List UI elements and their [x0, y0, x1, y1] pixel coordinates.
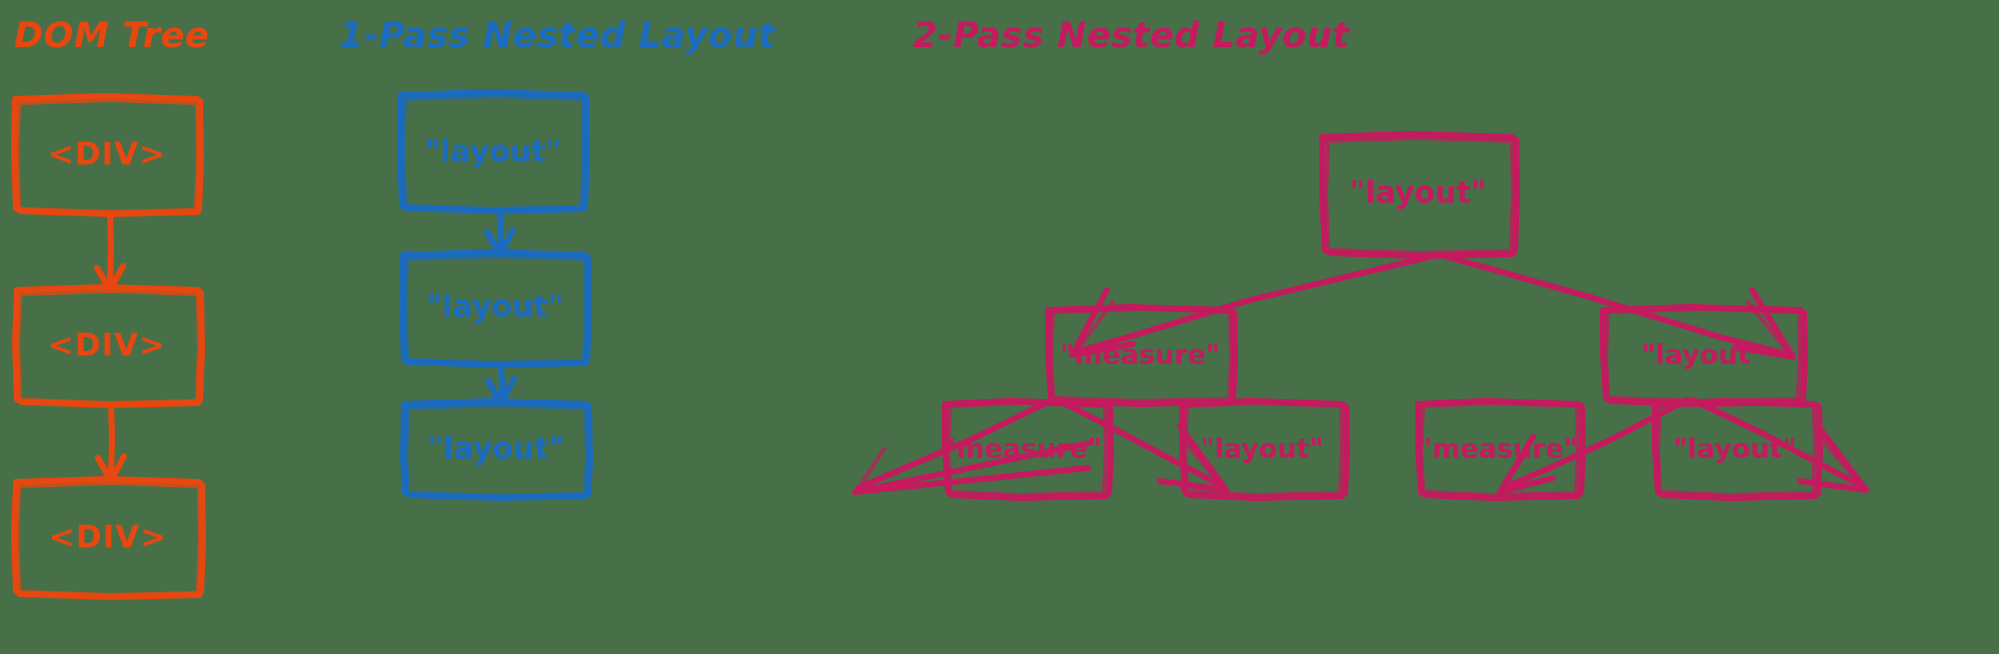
dom-arrow-2 [95, 401, 127, 484]
dom-node-1-label: <DIV> [48, 137, 166, 173]
twopass-leaf-node-4-label: "layout" [1673, 434, 1796, 465]
twopass-leaf-node-1-label: "measure" [942, 434, 1102, 465]
twopass-leaf-node-2-label: "layout" [1200, 434, 1323, 465]
twopass-leaf-node-2[interactable]: "layout" [1179, 398, 1350, 501]
column-title-two-pass: 2-Pass Nested Layout [913, 16, 1350, 56]
dom-arrow-1 [94, 210, 126, 293]
onepass-node-1-label: "layout" [425, 135, 562, 170]
twopass-leaf-node-3-label: "measure" [1418, 434, 1578, 465]
column-one-pass-nested-layout: "layout" "layout" [397, 89, 593, 501]
column-dom-tree: <DIV> <DIV> [11, 93, 206, 600]
onepass-node-2-label: "layout" [427, 290, 564, 325]
onepass-node-1[interactable]: "layout" [397, 89, 590, 214]
onepass-node-3[interactable]: "layout" [400, 398, 593, 501]
column-title-dom-tree: DOM Tree [14, 16, 209, 56]
twopass-level2-node-left-label: "measure" [1060, 340, 1220, 371]
column-title-one-pass: 1-Pass Nested Layout [339, 16, 776, 56]
dom-node-2[interactable]: <DIV> [12, 284, 205, 408]
onepass-arrow-1 [484, 207, 516, 258]
twopass-level2-node-right-label: "layout" [1641, 340, 1764, 371]
twopass-leaf-node-3[interactable]: "measure" [1415, 398, 1586, 501]
onepass-arrow-2 [485, 361, 517, 406]
twopass-level2-node-left[interactable]: "measure" [1045, 304, 1238, 407]
twopass-root-node[interactable]: "layout" [1319, 131, 1520, 259]
twopass-leaf-node-1[interactable]: "measure" [942, 398, 1114, 501]
twopass-leaf-node-4[interactable]: "layout" [1652, 398, 1823, 501]
dom-node-2-label: <DIV> [48, 328, 166, 364]
onepass-node-2[interactable]: "layout" [399, 249, 592, 368]
twopass-edge-right-to-leaf4 [1690, 397, 1869, 493]
column-two-pass-nested-layout: "layout" "measure" [852, 131, 1869, 501]
dom-node-3[interactable]: <DIV> [11, 476, 206, 600]
dom-node-1[interactable]: <DIV> [11, 93, 204, 217]
onepass-node-3-label: "layout" [428, 432, 565, 467]
dom-node-3-label: <DIV> [49, 520, 167, 556]
twopass-edge-left-to-leaf1 [852, 397, 1092, 495]
twopass-root-node-label: "layout" [1350, 176, 1487, 211]
twopass-level2-node-right[interactable]: "layout" [1600, 304, 1808, 407]
